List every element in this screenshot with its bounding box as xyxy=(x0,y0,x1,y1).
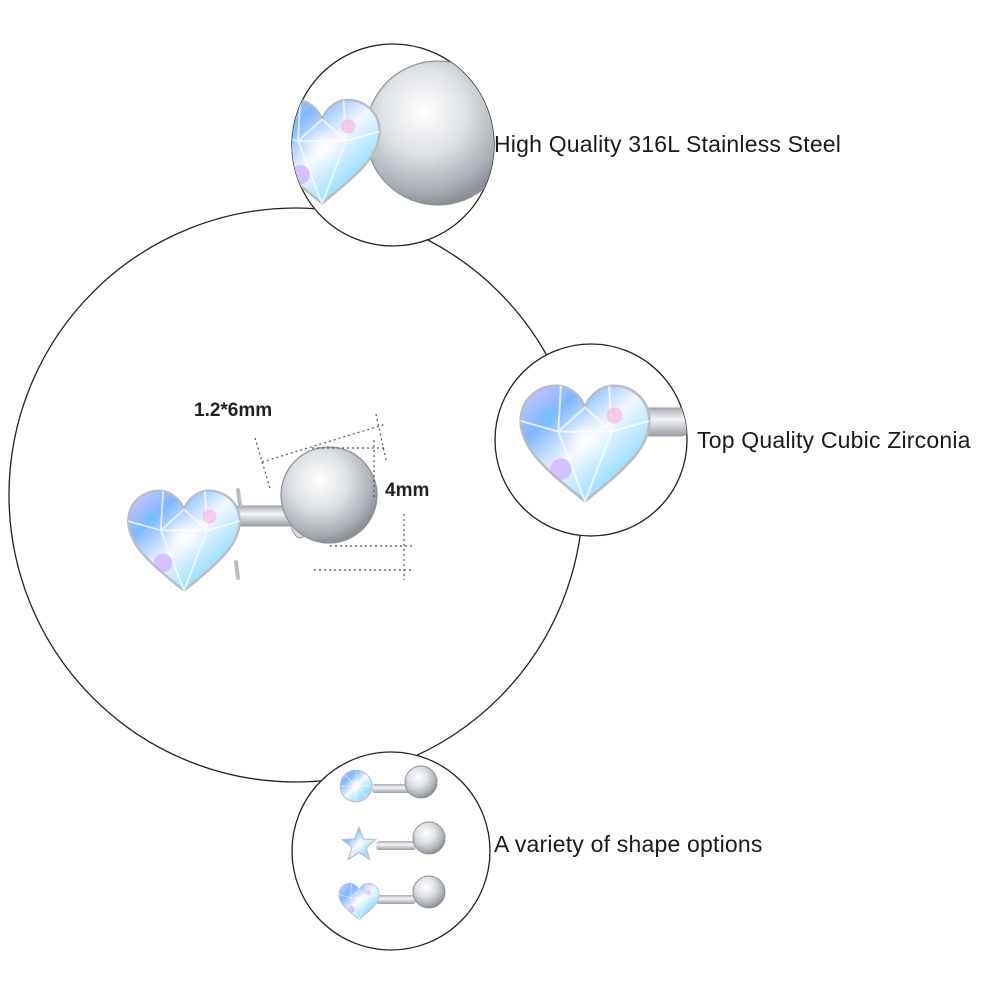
round-gem-icon xyxy=(339,769,373,803)
steel-feature-label: High Quality 316L Stainless Steel xyxy=(494,131,842,157)
shape-options xyxy=(338,765,446,921)
steel-detail-zoom xyxy=(292,60,494,206)
zirconia-detail-zoom xyxy=(519,384,687,503)
round-stud-option xyxy=(339,765,438,803)
steel-ball-icon xyxy=(280,446,378,544)
stud-earring-icon xyxy=(127,446,378,592)
star-stud-option xyxy=(341,821,446,861)
ball-dimension-label: 4mm xyxy=(385,480,430,501)
shapes-detail-circle xyxy=(291,751,491,951)
dimension-guides xyxy=(254,413,412,580)
zirconia-feature-label: Top Quality Cubic Zirconia xyxy=(697,427,971,453)
heart-stud-option xyxy=(338,875,446,921)
bar-dimension-label: 1.2*6mm xyxy=(194,400,273,421)
shapes-feature-label: A variety of shape options xyxy=(494,831,763,857)
